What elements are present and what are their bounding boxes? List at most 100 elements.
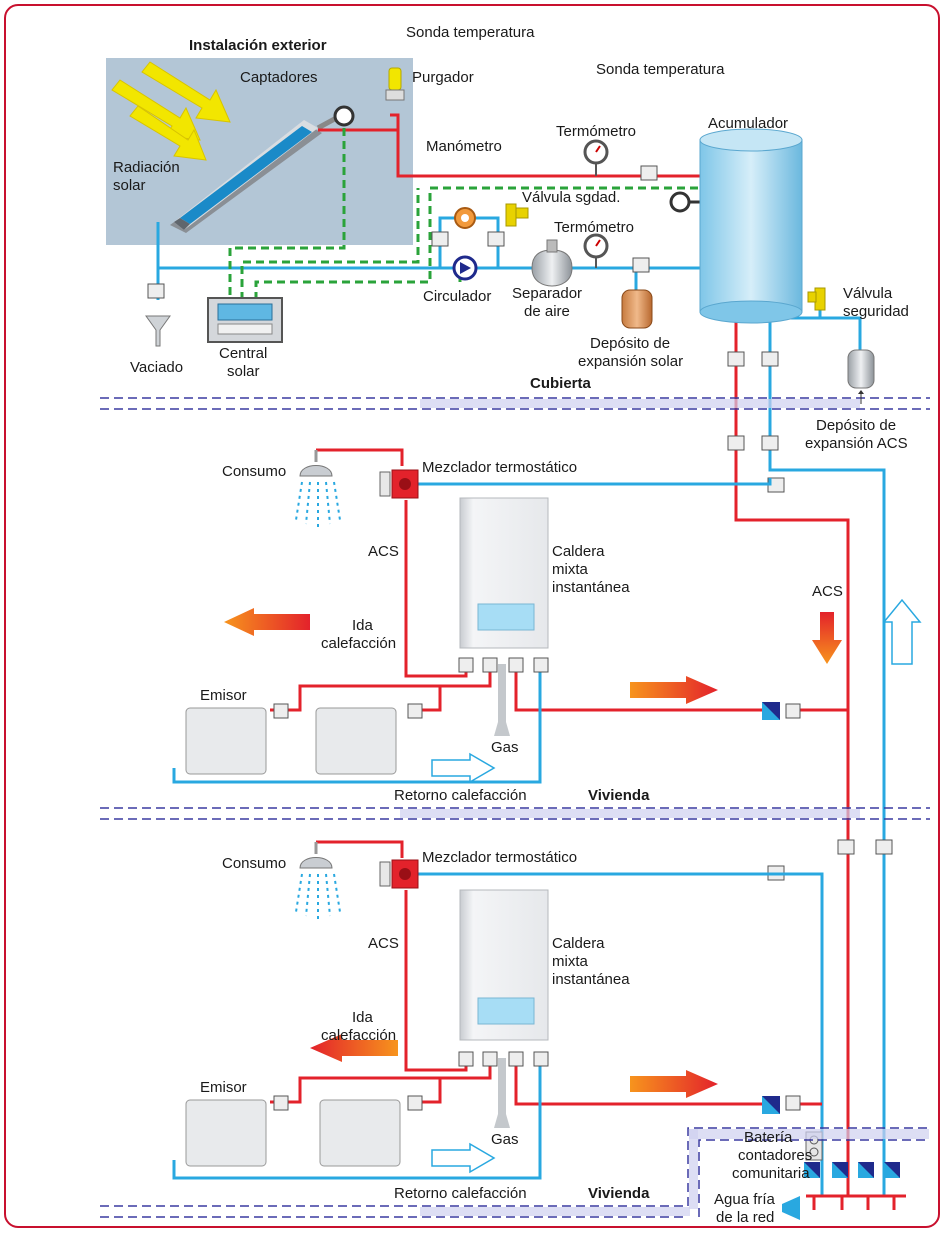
floor-1-boiler — [459, 497, 549, 649]
floor-2-divider-band-h — [689, 1129, 929, 1139]
label-contadores: contadores — [738, 1147, 812, 1164]
floor-1-divider-band — [400, 809, 860, 818]
thermometer-icon — [583, 233, 609, 268]
label-captadores: Captadores — [240, 69, 318, 86]
floor-1-label-vivienda: Vivienda — [588, 787, 650, 804]
label-instalacion-exterior: Instalación exterior — [189, 37, 327, 54]
floor-1-label-gas: Gas — [491, 739, 519, 756]
roof-divider — [100, 397, 930, 410]
floor-2-boiler — [459, 889, 549, 1041]
floor-2-label-mezclador: Mezclador termostático — [422, 849, 577, 866]
floor-2-boiler-valves — [273, 1051, 801, 1111]
accumulator-tank — [699, 128, 803, 324]
floor-1-label-mixta: mixta — [552, 561, 588, 578]
floor-1-radiators — [185, 707, 397, 775]
floor-2-label-retorno: Retorno calefacción — [394, 1185, 527, 1202]
label-manometro: Manómetro — [426, 138, 502, 155]
floor-2-label-instantanea: instantánea — [552, 971, 630, 988]
drain-funnel-icon — [145, 315, 171, 347]
floor-1-label-emisor: Emisor — [200, 687, 247, 704]
floor-1-label-mezclador: Mezclador termostático — [422, 459, 577, 476]
label-valvula-sgdad: Válvula sgdad. — [522, 189, 620, 206]
floor-1-pipes — [172, 448, 848, 784]
floor-1-water-drops — [295, 481, 341, 528]
floor-2-label-consumo: Consumo — [222, 855, 286, 872]
floor-2-pipes — [172, 840, 824, 1195]
label-central: Central — [219, 345, 267, 362]
floor-2-label-emisor: Emisor — [200, 1079, 247, 1096]
label-termometro-2: Termómetro — [554, 219, 634, 236]
solar-controller — [207, 297, 283, 343]
floor-2-return-arrow — [431, 1142, 496, 1174]
floor-2-gas-connection — [494, 1058, 510, 1128]
floor-1-shower — [299, 450, 333, 477]
floor-1-gas-connection — [494, 664, 510, 736]
floor-2-check-valve — [762, 1096, 780, 1114]
floor-2-divider — [100, 1127, 930, 1218]
floor-2-ida-arrow — [310, 1034, 398, 1062]
floor-1-label-calefaccion: calefacción — [321, 635, 396, 652]
floor-2-label-ida: Ida — [352, 1009, 374, 1026]
floor-2-flow-arrow — [630, 1070, 718, 1098]
valve-icons — [147, 165, 893, 881]
label-de-la-red: de la red — [716, 1209, 774, 1226]
solar-expansion-vessel — [621, 268, 653, 329]
floor-2-label-caldera: Caldera — [552, 935, 605, 952]
label-comunitaria: comunitaria — [732, 1165, 810, 1182]
diagram-frame — [4, 4, 940, 1228]
label-sonda-temperatura: Sonda temperatura — [406, 24, 535, 41]
label-deposito-solar: Depósito de — [590, 335, 670, 352]
label-vaciado: Vaciado — [130, 359, 183, 376]
label-cubierta: Cubierta — [530, 375, 592, 392]
label-deposito-acs: Depósito de — [816, 417, 896, 434]
label-expansion-acs: expansión ACS — [805, 435, 908, 452]
floor-1-label-caldera: Caldera — [552, 543, 605, 560]
floor-1-flow-arrow — [630, 676, 718, 704]
cold-water-manifold — [806, 1194, 906, 1210]
air-vent-icon — [385, 67, 405, 101]
floor-1-label-ida: Ida — [352, 617, 374, 634]
floor-1-label-acs-right: ACS — [812, 583, 843, 600]
solar-collector — [170, 120, 322, 233]
roof-divider-band — [420, 399, 860, 408]
label-expansion-solar: expansión solar — [578, 353, 683, 370]
label-sonda-temperatura-2: Sonda temperatura — [596, 61, 725, 78]
acs-expansion-vessel — [847, 349, 875, 404]
floor-2-label-mixta: mixta — [552, 953, 588, 970]
floor-1-acs-arrow — [812, 612, 842, 664]
floor-1-label-consumo: Consumo — [222, 463, 286, 480]
label-purgador: Purgador — [412, 69, 474, 86]
circulator-pump-icon — [452, 255, 478, 281]
floor-1-label-retorno: Retorno calefacción — [394, 787, 527, 804]
temperature-sensor-icon — [333, 105, 355, 127]
air-separator-icon — [531, 239, 573, 287]
label-radiacion: Radiación — [113, 159, 180, 176]
thermometer-icon — [583, 139, 609, 176]
solar-radiation-arrows — [111, 61, 231, 161]
floor-2-shower — [299, 842, 333, 869]
label-circulador: Circulador — [423, 288, 491, 305]
floor-2-label-vivienda: Vivienda — [588, 1185, 650, 1202]
floor-2-water-drops — [295, 873, 341, 920]
floor-1-label-instantanea: instantánea — [552, 579, 630, 596]
floor-1-label-acs: ACS — [368, 543, 399, 560]
floor-1-return-arrow — [431, 752, 496, 784]
label-separador: Separador — [512, 285, 582, 302]
cold-water-inlet-icon — [782, 1196, 800, 1220]
label-solar: solar — [113, 177, 146, 194]
manometer-icon — [454, 207, 476, 229]
safety-valve-icon — [807, 287, 826, 311]
label-valvula: Válvula — [843, 285, 893, 302]
floor-2-mixer — [379, 859, 419, 889]
floor-2-label-acs: ACS — [368, 935, 399, 952]
floor-2-label-gas: Gas — [491, 1131, 519, 1148]
floor-2-divider-band — [689, 1129, 698, 1209]
floor-1-check-valve — [762, 702, 780, 720]
temperature-sensor-icon — [669, 191, 706, 213]
label-termometro: Termómetro — [556, 123, 636, 140]
floor-1-upward-arrow — [882, 598, 922, 665]
label-agua-fria: Agua fría — [714, 1191, 776, 1208]
label-central-solar: solar — [227, 363, 260, 380]
floor-1-mixer — [379, 469, 419, 499]
